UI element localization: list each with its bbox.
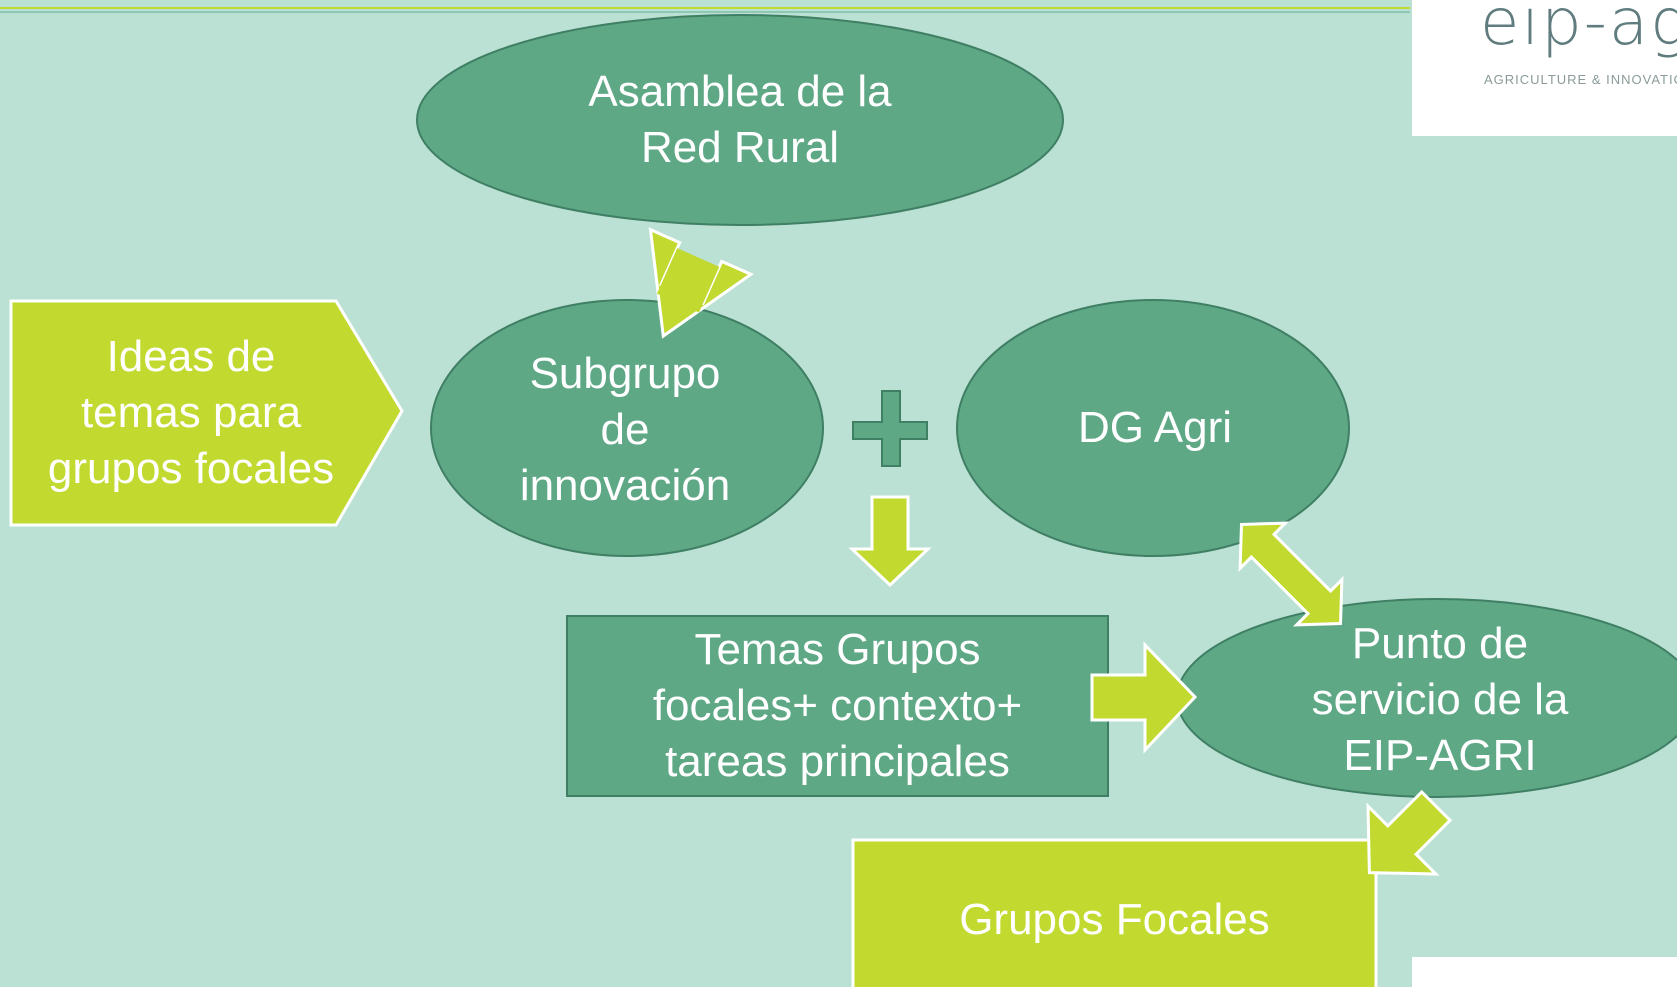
temas-rect: [566, 615, 1109, 797]
arrow-temas-to-punto: [1090, 641, 1198, 754]
grupos-focales-rect: [851, 838, 1378, 987]
asamblea-label: Asamblea de la Red Rural: [588, 67, 892, 172]
asamblea-ellipse: [416, 14, 1064, 226]
temas-label: Temas Grupos focales+ contexto+ tareas p…: [652, 625, 1023, 786]
dg-agri-label: DG Agri: [1077, 403, 1233, 452]
arrow-down-to-temas: [848, 495, 932, 588]
corner-white-block: [1412, 957, 1677, 987]
arrow-dg-agri-punto-double: [1238, 521, 1344, 627]
eip-agri-logo: eip-agri AGRICULTURE & INNOVATION: [1412, 0, 1677, 136]
arrow-asamblea-to-subgrupo: [648, 227, 754, 339]
arrow-punto-to-grupos-focales: [1366, 789, 1453, 876]
arrow-asamblea-shaft: [656, 248, 720, 313]
ideas-label: Ideas de temas para grupos focales: [47, 332, 335, 493]
ideas-pentagon: [9, 299, 404, 527]
logo-tagline: AGRICULTURE & INNOVATION: [1484, 72, 1677, 87]
subgrupo-ellipse: [430, 299, 824, 557]
punto-label: Punto de servicio de la EIP-AGRI: [1311, 619, 1569, 780]
dg-agri-ellipse: [956, 299, 1350, 557]
logo-wordmark: eip-agri: [1480, 0, 1677, 60]
grupos-focales-label: Grupos Focales: [959, 895, 1270, 944]
subgrupo-label: Subgrupo de innovación: [519, 349, 731, 510]
plus-icon: [852, 390, 928, 467]
